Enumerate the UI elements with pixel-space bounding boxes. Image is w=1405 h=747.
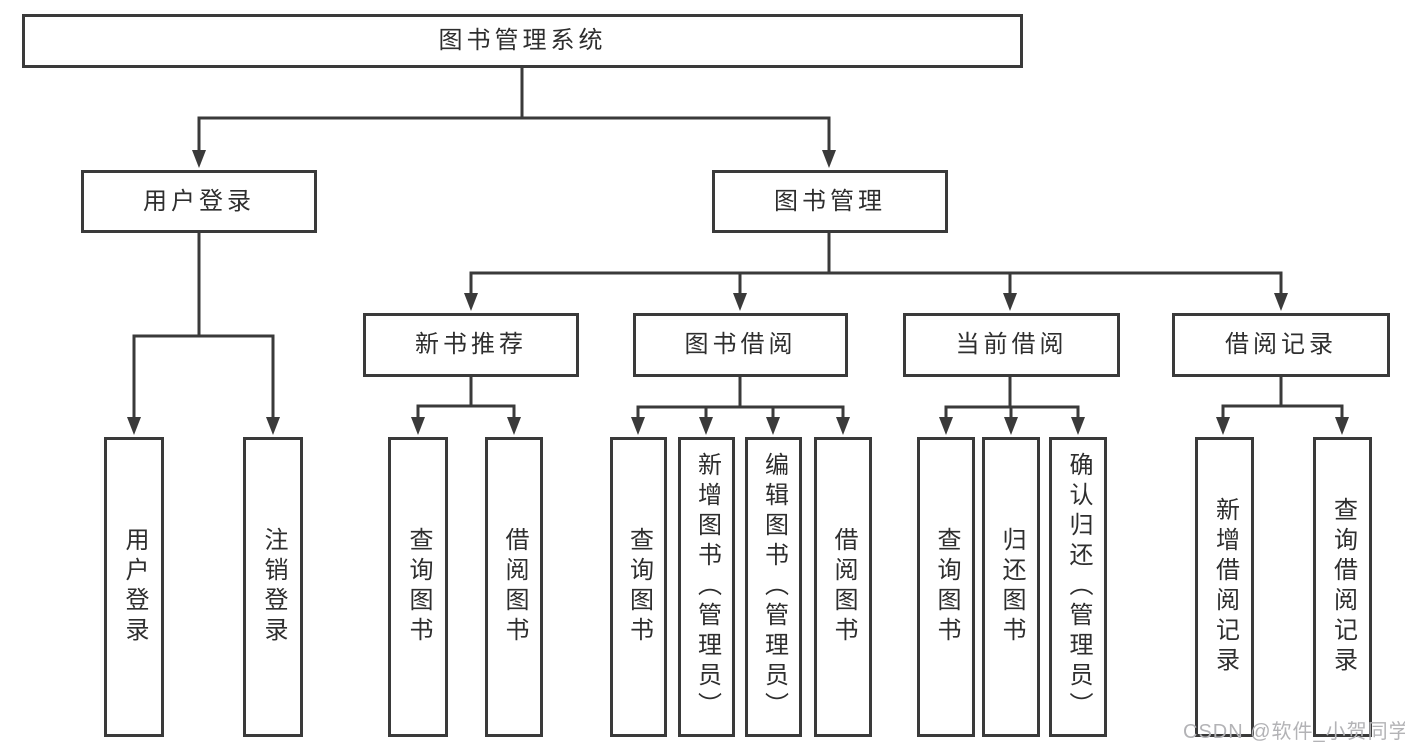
node-return-books: 归还图书 [982,437,1040,737]
node-query-books-recommend: 查询图书 [388,437,448,737]
arrowheads [127,150,1349,435]
node-edit-books-admin: 编辑图书（管理员） [745,437,802,737]
node-borrow-books-borrowing: 借阅图书 [814,437,872,737]
node-book-management: 图书管理 [712,170,948,233]
node-book-borrowing: 图书借阅 [633,313,848,377]
watermark: CSDN @软件_小贺同学 [1183,721,1405,743]
node-query-books-borrowing: 查询图书 [610,437,667,737]
node-query-books-current: 查询图书 [917,437,975,737]
node-current-borrowing: 当前借阅 [903,313,1120,377]
node-confirm-return-admin: 确认归还（管理员） [1049,437,1107,737]
node-add-books-admin: 新增图书（管理员） [678,437,735,737]
node-add-borrowing-record: 新增借阅记录 [1195,437,1254,737]
node-borrowing-records: 借阅记录 [1172,313,1390,377]
node-borrow-books-recommend: 借阅图书 [485,437,543,737]
node-user-login: 用户登录 [81,170,317,233]
node-library-management-system: 图书管理系统 [22,14,1023,68]
node-new-book-recommendation: 新书推荐 [363,313,579,377]
node-query-borrowing-record: 查询借阅记录 [1313,437,1372,737]
node-user-login-leaf: 用户登录 [104,437,164,737]
node-logout: 注销登录 [243,437,303,737]
